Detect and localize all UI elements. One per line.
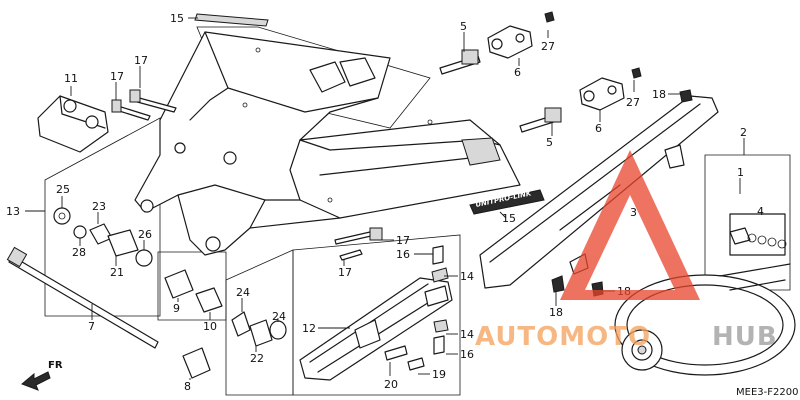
callout-9: 9 bbox=[173, 302, 180, 315]
callout-3: 3 bbox=[630, 206, 637, 219]
callout-17-c: 17 bbox=[396, 234, 410, 247]
leader-lines bbox=[25, 17, 745, 380]
pivot-shaft-7 bbox=[6, 246, 159, 349]
callout-11: 11 bbox=[64, 72, 78, 85]
watermark-text-hub: HUB bbox=[712, 322, 778, 352]
chain-adjusters bbox=[439, 11, 642, 133]
callout-7: 7 bbox=[88, 320, 95, 333]
bracket-11 bbox=[37, 95, 109, 153]
callout-14-a: 14 bbox=[460, 270, 474, 283]
callout-27-mid: 27 bbox=[626, 96, 640, 109]
callout-15-top: 15 bbox=[170, 12, 184, 25]
callout-4: 4 bbox=[757, 205, 764, 218]
callout-18-top: 18 bbox=[652, 88, 666, 101]
watermark: AUTOMOTO HUB bbox=[475, 150, 778, 352]
bearings bbox=[53, 207, 287, 379]
callout-20: 20 bbox=[384, 378, 398, 391]
callout-10: 10 bbox=[203, 320, 217, 333]
callout-28: 28 bbox=[72, 246, 86, 259]
drive-chain bbox=[614, 263, 796, 376]
callout-26: 26 bbox=[138, 228, 152, 241]
callout-18-low: 18 bbox=[549, 306, 563, 319]
callout-19: 19 bbox=[432, 368, 446, 381]
callout-27-top: 27 bbox=[541, 40, 555, 53]
callout-23: 23 bbox=[92, 200, 106, 213]
callout-22: 22 bbox=[250, 352, 264, 365]
callout-5-top: 5 bbox=[460, 20, 467, 33]
callout-14-b: 14 bbox=[460, 328, 474, 341]
diagram-code: MEE3-F2200 bbox=[736, 387, 798, 398]
callout-6-mid: 6 bbox=[595, 122, 602, 135]
callout-1: 1 bbox=[737, 166, 744, 179]
front-direction-indicator: FR bbox=[21, 360, 63, 391]
callout-16-b: 16 bbox=[460, 348, 474, 361]
callout-21: 21 bbox=[110, 266, 124, 279]
callout-5-mid: 5 bbox=[546, 136, 553, 149]
callout-17-a: 17 bbox=[134, 54, 148, 67]
callout-12: 12 bbox=[302, 322, 316, 335]
callout-8: 8 bbox=[184, 380, 191, 393]
callout-16-a: 16 bbox=[396, 248, 410, 261]
watermark-text-automoto: AUTOMOTO bbox=[475, 322, 651, 352]
callout-24-b: 24 bbox=[272, 310, 286, 323]
chain-slider-12 bbox=[299, 245, 453, 381]
callout-24-a: 24 bbox=[236, 286, 250, 299]
callout-6-top: 6 bbox=[514, 66, 521, 79]
chain-joint-4 bbox=[729, 213, 787, 256]
front-marker-label: FR bbox=[48, 360, 63, 371]
callout-17-d: 17 bbox=[338, 266, 352, 279]
callout-2: 2 bbox=[740, 126, 747, 139]
swingarm bbox=[134, 31, 521, 256]
callout-15-mid: 15 bbox=[502, 212, 516, 225]
callout-13: 13 bbox=[6, 205, 20, 218]
callout-numbers: 15 5 6 27 17 17 11 27 18 2 5 6 1 3 4 13 … bbox=[6, 12, 764, 393]
pivot-bolts bbox=[111, 89, 383, 261]
callout-25: 25 bbox=[56, 183, 70, 196]
callout-17-b: 17 bbox=[110, 70, 124, 83]
watermark-logo-icon bbox=[560, 150, 700, 300]
